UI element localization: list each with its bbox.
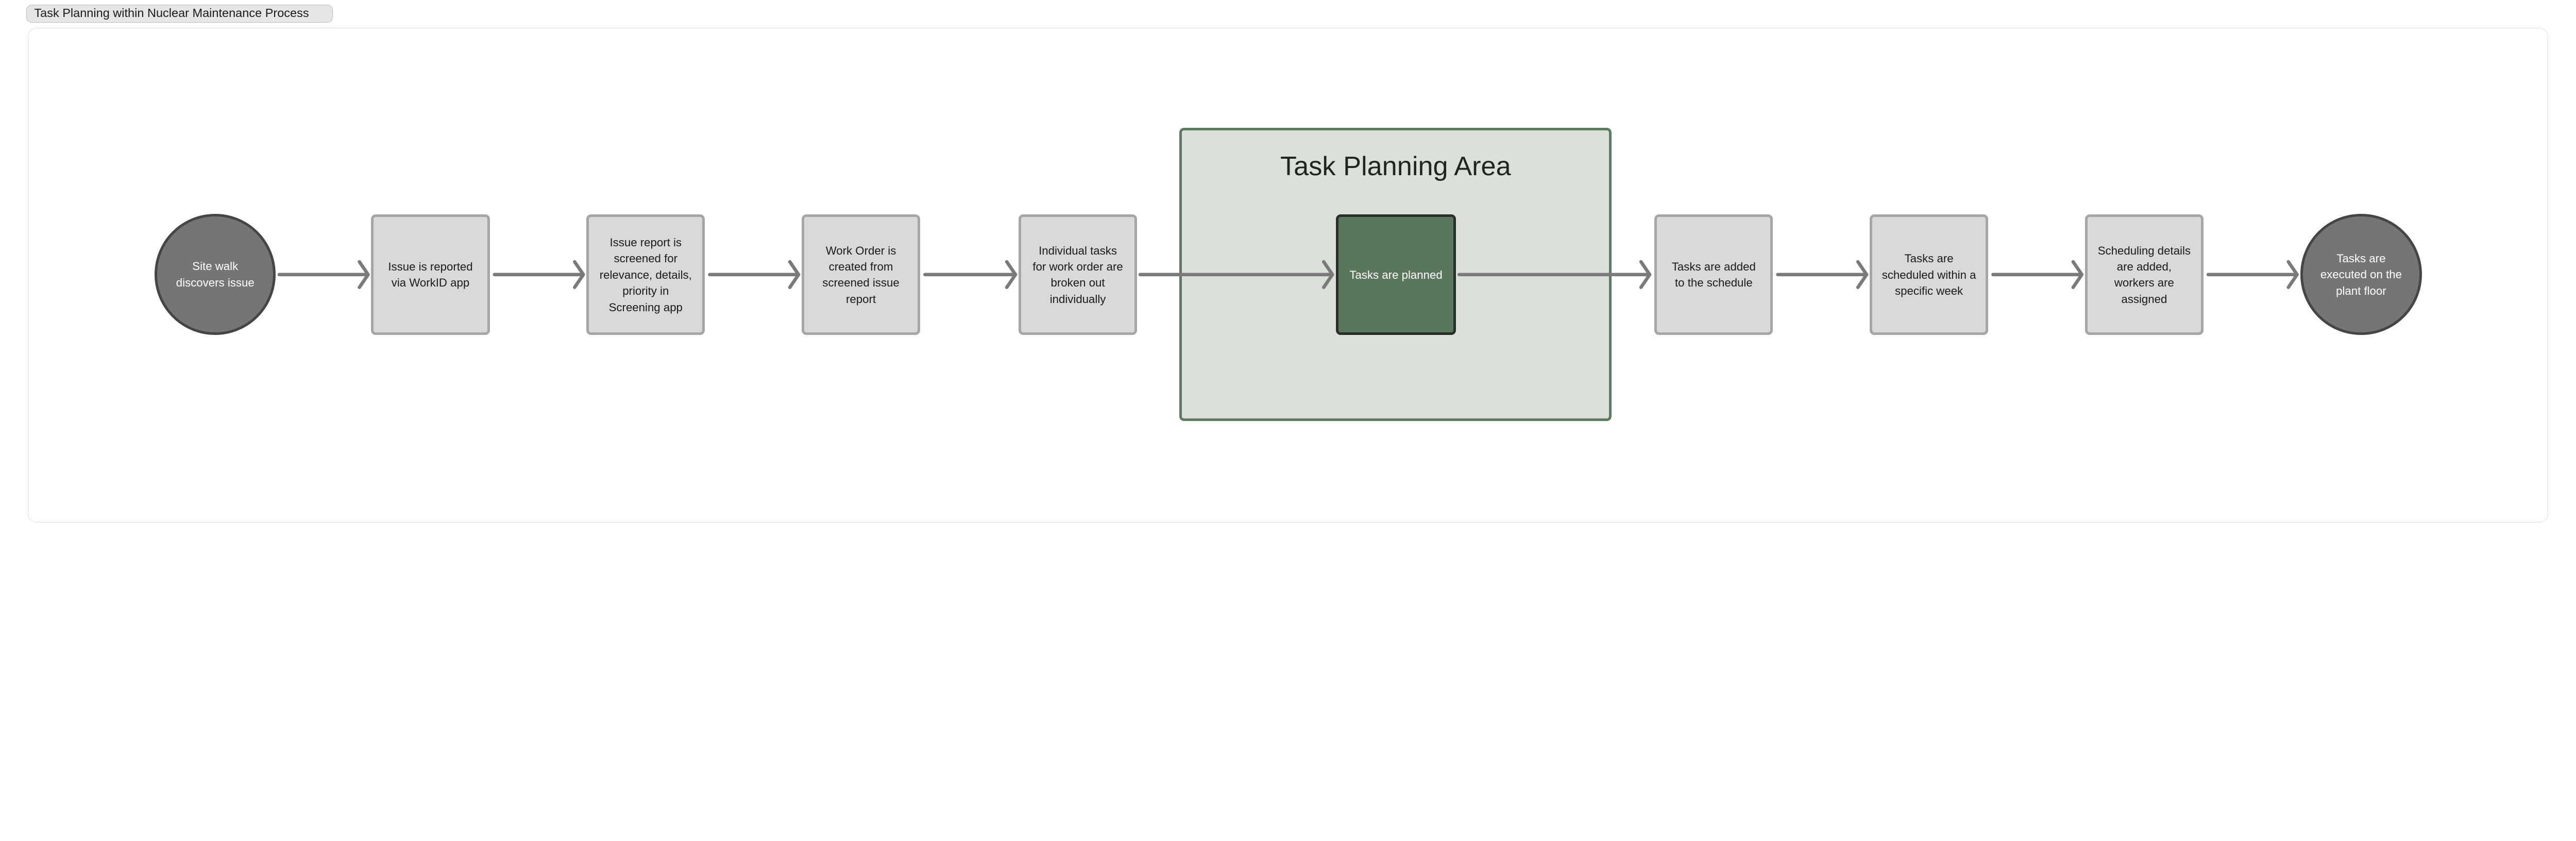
arrow-5 (1138, 260, 1334, 289)
node-start-site-walk: Site walk discovers issue (155, 214, 276, 335)
arrows-layer (277, 260, 2299, 289)
node-tasks-scheduled-week: Tasks are scheduled within a specific we… (1870, 214, 1989, 335)
diagram-title: Task Planning within Nuclear Maintenance… (26, 5, 333, 23)
node-issue-screened: Issue report is screened for relevance, … (586, 214, 705, 335)
arrow-6 (1457, 260, 1652, 289)
arrow-4 (923, 260, 1018, 289)
arrow-2 (493, 260, 585, 289)
node-work-order-created: Work Order is created from screened issu… (801, 214, 921, 335)
arrow-3 (708, 260, 801, 289)
arrow-1 (277, 260, 370, 289)
node-tasks-planned: Tasks are planned (1335, 214, 1456, 335)
node-scheduling-details: Scheduling details are added, workers ar… (2084, 214, 2204, 335)
arrow-9 (2206, 260, 2299, 289)
arrow-7 (1776, 260, 1869, 289)
node-end-executed: Tasks are executed on the plant floor (2300, 214, 2422, 335)
area-title: Task Planning Area (1280, 151, 1511, 181)
node-tasks-added-schedule: Tasks are added to the schedule (1654, 214, 1773, 335)
node-issue-reported: Issue is reported via WorkID app (371, 214, 490, 335)
node-tasks-broken-out: Individual tasks for work order are brok… (1018, 214, 1138, 335)
arrow-8 (1991, 260, 2084, 289)
